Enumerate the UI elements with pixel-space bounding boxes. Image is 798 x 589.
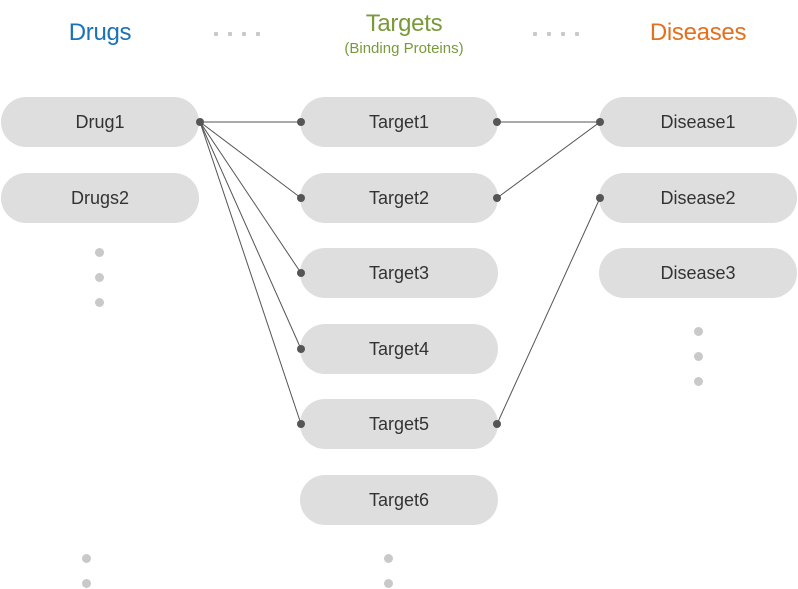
link-line [199, 121, 302, 425]
link-line [496, 197, 601, 425]
target-node: Target1 [300, 97, 498, 147]
link-line [199, 121, 302, 350]
targets-column-title: Targets [365, 10, 443, 37]
target-node: Target2 [300, 173, 498, 223]
header-separator-right [533, 32, 579, 36]
disease-node: Disease2 [599, 173, 797, 223]
target-node: Target6 [300, 475, 498, 525]
header-separator-left [214, 32, 260, 36]
disease-node: Disease3 [599, 248, 797, 298]
target-node: Target4 [300, 324, 498, 374]
diseases-column-title: Diseases [649, 19, 747, 46]
link-line [199, 121, 302, 274]
drug-node: Drug1 [1, 97, 199, 147]
link-line [496, 121, 601, 199]
target-node: Target3 [300, 248, 498, 298]
link-line [199, 121, 302, 199]
targets-column-subtitle: (Binding Proteins) [344, 40, 464, 57]
drugs-column-title: Drugs [68, 19, 132, 46]
drug-node: Drugs2 [1, 173, 199, 223]
target-node: Target5 [300, 399, 498, 449]
disease-node: Disease1 [599, 97, 797, 147]
